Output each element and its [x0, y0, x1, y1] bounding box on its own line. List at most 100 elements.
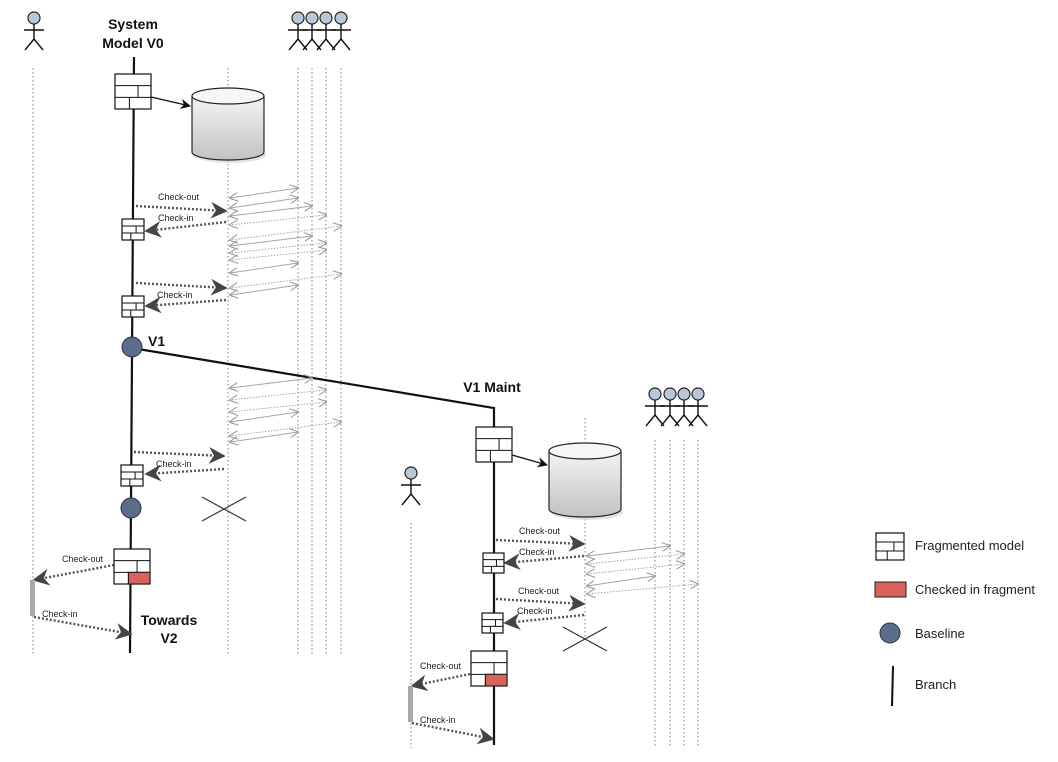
destroy-mark-icon: [201, 496, 247, 522]
fragment-outline: [481, 612, 504, 634]
maint-sync-arrow-1: [587, 546, 670, 556]
actor-head: [691, 387, 705, 401]
actors: [24, 11, 708, 506]
team-member-icon-3: [316, 11, 336, 51]
checked-in-fragment-icon: [484, 673, 508, 687]
team-member-icon-2: [302, 11, 322, 51]
legend-label-baseline: Baseline: [915, 626, 965, 641]
misc-marks: [30, 496, 608, 722]
sync-arrow-3: [230, 206, 312, 216]
destroy-line: [201, 496, 247, 522]
checkout-label-4: Check-out: [62, 554, 104, 564]
actor-legs: [645, 413, 665, 427]
maint-checkin-arrow-2: [503, 613, 585, 630]
checked-in-fragment-icon: [127, 571, 151, 585]
actor-legs: [331, 37, 351, 51]
checkout-arrow-3: [133, 446, 226, 464]
checkout-label-1: Check-out: [158, 192, 200, 202]
baseline-v1-icon: [121, 336, 143, 358]
maint-checkout-arrow-3: [410, 672, 471, 692]
sync-arrow-12: [230, 378, 312, 388]
maint-checkin-label-3: Check-in: [420, 715, 456, 725]
actor-legs: [288, 37, 308, 51]
maint-fragment-icon-1: [482, 552, 505, 574]
system-model-label-2: Model V0: [102, 35, 164, 51]
v1-maint-fragment-icon: [475, 426, 513, 463]
team-member-icon-1: [645, 387, 665, 427]
fragment-outline: [475, 426, 513, 463]
store-arrow: [150, 96, 192, 109]
team-member-icon-4: [331, 11, 351, 51]
system-model-v0-fragment-icon: [114, 73, 152, 110]
actor-head: [648, 387, 662, 401]
maint-checkout-arrow-2: [495, 594, 586, 612]
maint-checkout-label-2: Check-out: [518, 586, 560, 596]
database-body: [191, 96, 265, 161]
legend-baseline-icon: [879, 622, 901, 644]
sync-arrow-4: [230, 215, 326, 225]
team-member-icon-4: [688, 387, 708, 427]
actor-head: [663, 387, 677, 401]
checkin-arrow-3: [144, 464, 225, 482]
actor-head: [334, 11, 348, 25]
activation-bar: [30, 580, 35, 616]
team-sync-arrows: [230, 188, 698, 594]
team-member-icon-2: [660, 387, 680, 427]
maint-sync-arrow-4: [587, 576, 655, 586]
legend-checked-in-fragment-icon: [874, 581, 907, 598]
fragment-outline: [121, 295, 145, 318]
actor-legs: [674, 413, 694, 427]
baseline-icon-2: [120, 497, 142, 519]
sync-arrow-17: [230, 432, 298, 442]
checkout-arrow-1: [135, 201, 228, 219]
v1-label: V1: [148, 333, 165, 349]
checkin-label-4: Check-in: [42, 609, 78, 619]
actor-legs: [316, 37, 336, 51]
maint-store-arrow: [511, 454, 548, 468]
actor-legs: [660, 413, 680, 427]
database-top: [191, 87, 265, 105]
maint-checkin-arrow-3: [411, 721, 495, 745]
legend-fragmented-model-icon: [875, 532, 905, 561]
checkout-arrow-2: [135, 278, 228, 296]
main-repository-database-icon: [191, 87, 266, 163]
fragment-outline: [114, 73, 152, 110]
fragments: [113, 73, 513, 687]
maint-repository-database-icon: [548, 442, 623, 520]
actor-legs: [401, 492, 421, 506]
legend-branch-icon: [891, 665, 894, 707]
maint-activation-bar: [408, 686, 413, 722]
database-top: [548, 442, 622, 460]
destroy-line: [562, 626, 608, 652]
fragment-outline: [121, 218, 145, 241]
checked-fragment-icon: [113, 548, 151, 585]
fragment-outline: [482, 552, 505, 574]
maint-checked-fragment-icon: [470, 650, 508, 687]
sync-arrow-10: [230, 274, 341, 288]
sync-arrow-9: [230, 263, 298, 273]
maint-single-user-actor-icon: [401, 466, 421, 506]
checkout-arrow-4: [32, 563, 115, 586]
sync-arrow-6: [230, 236, 312, 246]
sync-arrow-5: [230, 226, 341, 240]
sync-arrow-2: [230, 198, 298, 208]
towards-v2-label-1: Towards: [141, 612, 198, 628]
checkin-label-3: Check-in: [156, 459, 192, 469]
sync-arrow-15: [230, 412, 298, 422]
checkin-label-2: Check-in: [157, 290, 193, 300]
checkin-arrow-1: [144, 220, 227, 238]
actor-head: [319, 11, 333, 25]
maint-sync-arrow-2: [587, 554, 684, 564]
legend-label-checked-in-fragment: Checked in fragment: [915, 582, 1035, 597]
maint-checkout-arrow-1: [495, 534, 586, 552]
database-body: [548, 451, 622, 518]
actor-legs: [688, 413, 708, 427]
actor-head: [291, 11, 305, 25]
sync-arrow-13: [230, 390, 326, 400]
fragment-icon-1: [121, 218, 145, 241]
checkin-arrow-4: [33, 615, 133, 640]
team-member-icon-1: [288, 11, 308, 51]
maint-checkin-label-2: Check-in: [517, 606, 553, 616]
